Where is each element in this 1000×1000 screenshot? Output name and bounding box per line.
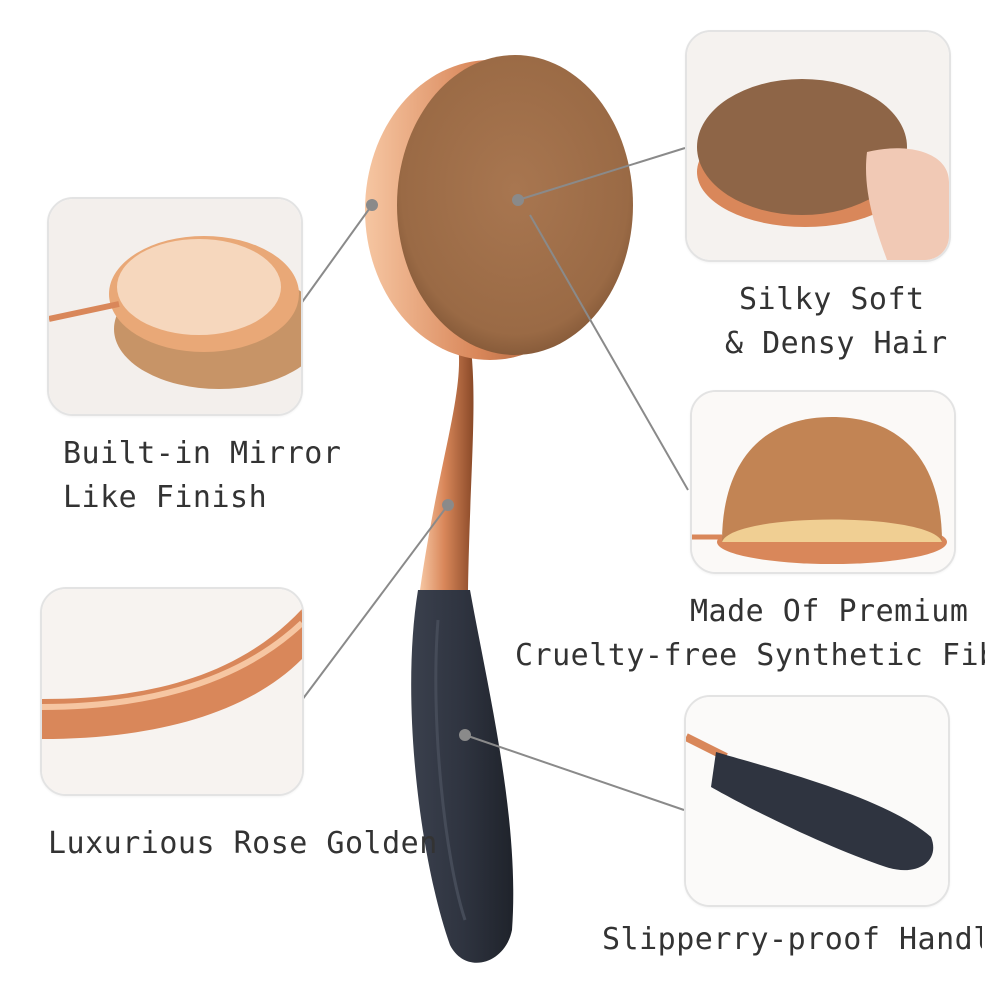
brush-bristle-head — [397, 55, 633, 355]
label-rose-golden: Luxurious Rose Golden — [48, 826, 438, 861]
mirror-finish-illustration — [49, 199, 301, 414]
silky-soft-illustration — [687, 32, 949, 260]
slip-proof-illustration — [686, 697, 948, 905]
label-premium-fiber: Made Of Premium Cruelty-free Synthetic F… — [515, 594, 985, 673]
detail-panel-mirror-finish — [47, 197, 303, 416]
label-mirror-finish: Built-in Mirror Like Finish — [63, 436, 342, 515]
detail-panel-silky-soft — [685, 30, 951, 262]
brush-neck — [420, 330, 474, 590]
detail-panel-rose-golden — [40, 587, 304, 796]
label-silky-soft: Silky Soft & Densy Hair — [725, 282, 948, 361]
rose-golden-illustration — [42, 589, 302, 794]
label-slip-proof: Slipperry-proof Handle — [602, 922, 982, 957]
detail-panel-premium-fiber — [690, 390, 956, 574]
premium-fiber-illustration — [692, 392, 954, 572]
detail-panel-slip-proof — [684, 695, 950, 907]
